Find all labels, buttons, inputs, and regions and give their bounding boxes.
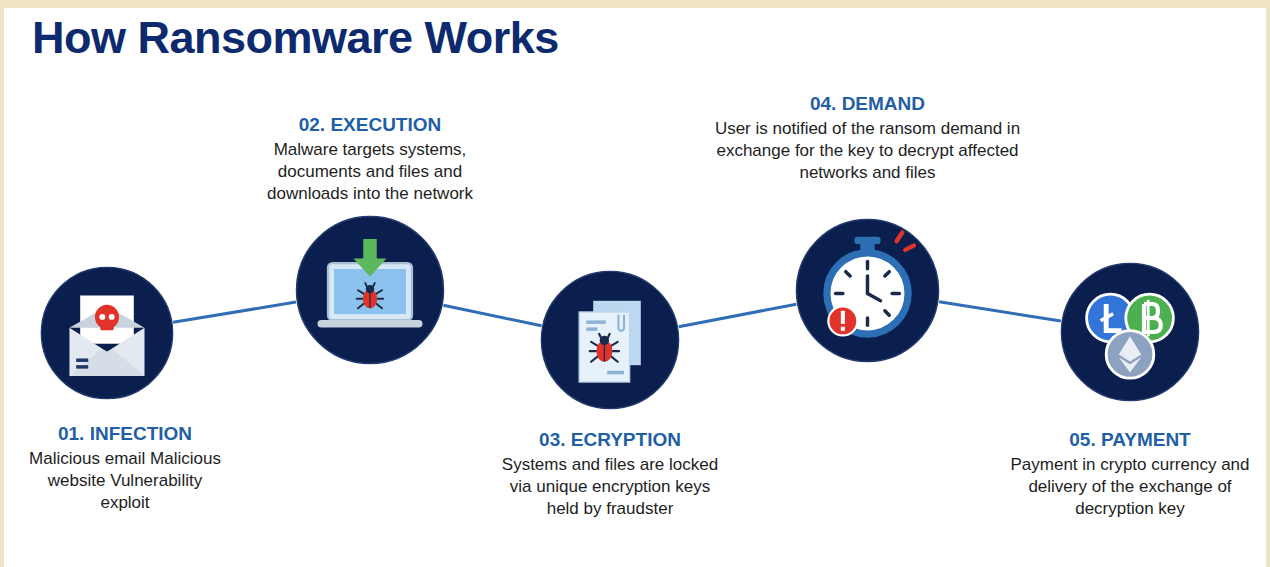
step-text: 04. DEMANDUser is notified of the ransom… [695,92,1040,184]
step-icon [1060,262,1200,402]
step-heading: 01. INFECTION [25,422,225,446]
connector-line [173,302,296,322]
step-heading: 02. EXECUTION [245,113,495,137]
step-description: Systems and files are locked via unique … [495,454,725,520]
step-heading: 05. PAYMENT [1010,428,1250,452]
step-heading: 03. ECRYPTION [495,428,725,452]
step-text: 01. INFECTIONMalicious email Malicious w… [25,422,225,514]
connector-line [443,305,541,325]
step-text: 05. PAYMENTPayment in crypto currency an… [1010,428,1250,520]
diagram-title: How Ransomware Works [32,12,559,64]
step-icon [540,270,680,410]
step-circle: 05. PAYMENTPayment in crypto currency an… [1060,262,1200,402]
step-description: Malicious email Malicious website Vulner… [25,448,225,514]
step-circle: 04. DEMANDUser is notified of the ransom… [795,218,940,363]
step-icon [795,218,940,363]
step-circle: 02. EXECUTIONMalware targets systems, do… [295,215,445,365]
step-icon [295,215,445,365]
step-icon [40,266,174,400]
connector-line [939,302,1061,321]
connector-line [679,304,797,327]
step-heading: 04. DEMAND [695,92,1040,116]
step-circle: 01. INFECTIONMalicious email Malicious w… [40,266,174,400]
step-description: Payment in crypto currency and delivery … [1010,454,1250,520]
step-description: Malware targets systems, documents and f… [245,139,495,205]
step-text: 03. ECRYPTIONSystems and files are locke… [495,428,725,520]
step-circle: 03. ECRYPTIONSystems and files are locke… [540,270,680,410]
step-description: User is notified of the ransom demand in… [695,118,1040,184]
step-text: 02. EXECUTIONMalware targets systems, do… [245,113,495,205]
